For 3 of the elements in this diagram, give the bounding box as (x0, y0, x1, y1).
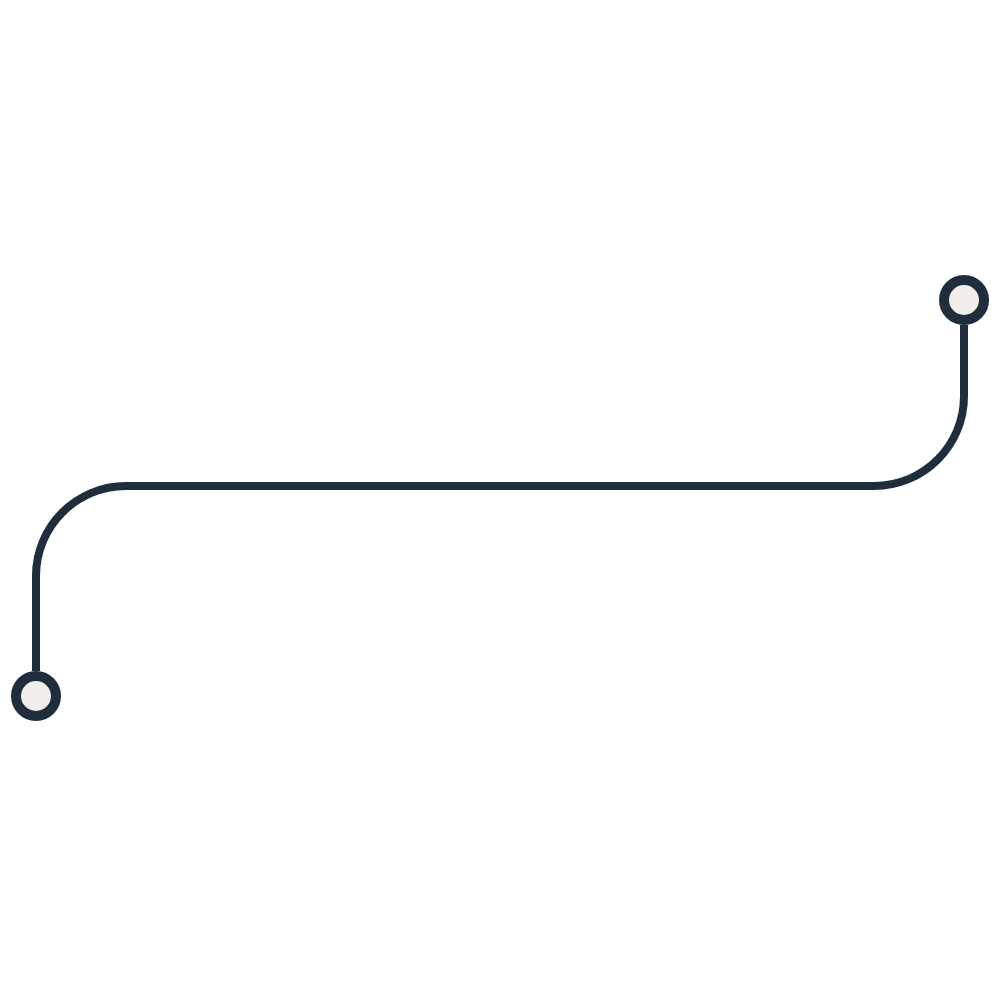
pin-marker (939, 275, 989, 325)
connector-line (32, 325, 968, 671)
pin-marker (11, 671, 61, 721)
